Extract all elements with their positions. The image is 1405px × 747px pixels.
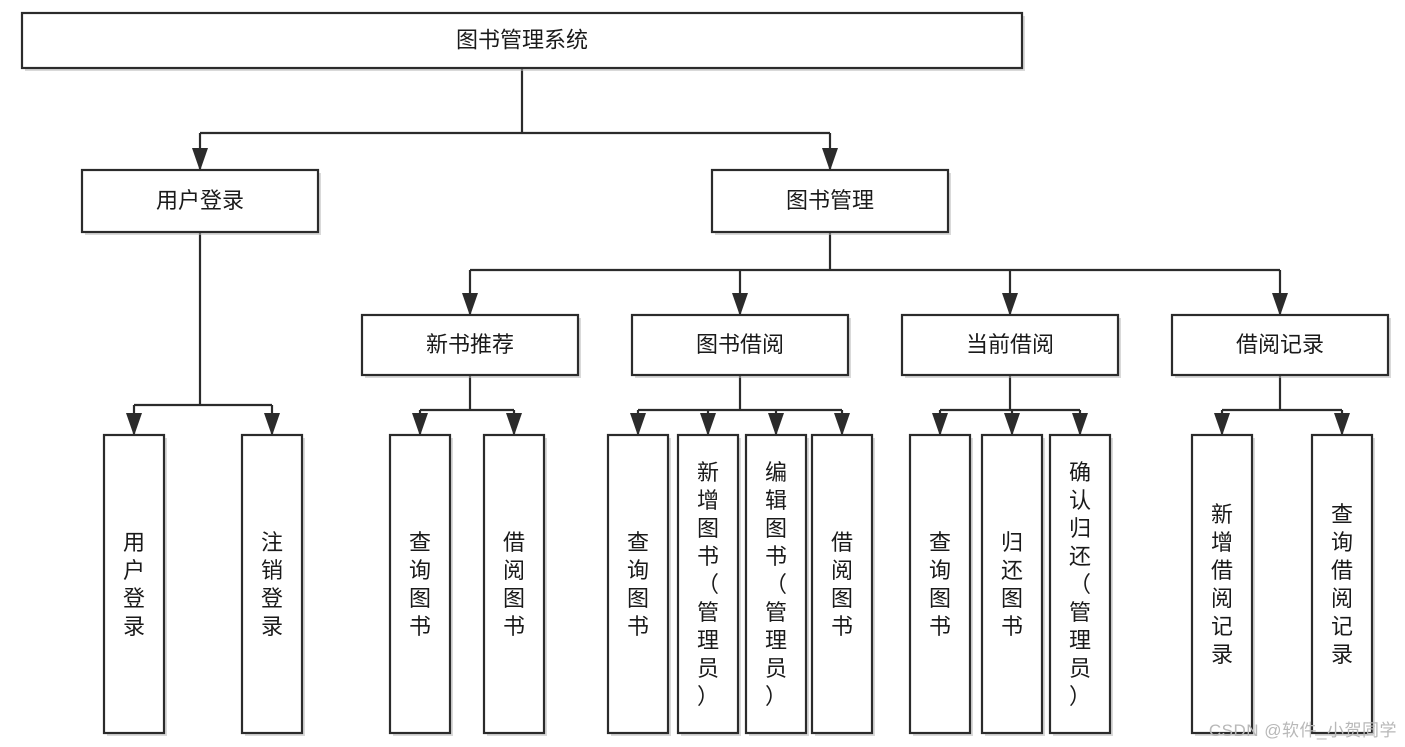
arrow-head-icon	[700, 413, 716, 436]
node-leaf-borrow-2[interactable]: 新增图书（管理员）	[676, 433, 741, 736]
node-label: 查询图书	[409, 530, 431, 639]
node-borrow[interactable]: 图书借阅	[630, 313, 851, 378]
node-leaf-cur-1[interactable]: 查询图书	[908, 433, 973, 736]
arrow-head-icon	[1072, 413, 1088, 436]
node-box[interactable]	[606, 433, 670, 735]
node-leaf-login-1[interactable]: 用户登录	[102, 433, 167, 736]
arrow-head-icon	[126, 413, 142, 436]
arrow-head-icon	[732, 293, 748, 316]
node-label: 新书推荐	[426, 332, 514, 357]
node-leaf-new-1[interactable]: 查询图书	[388, 433, 453, 736]
node-layer: 图书管理系统用户登录图书管理新书推荐图书借阅当前借阅借阅记录用户登录注销登录查询…	[20, 11, 1391, 736]
node-label: 查询借阅记录	[1331, 502, 1353, 667]
node-label: 当前借阅	[966, 332, 1054, 357]
node-leaf-borrow-4[interactable]: 借阅图书	[810, 433, 875, 736]
node-label: 借阅记录	[1236, 332, 1324, 357]
node-login[interactable]: 用户登录	[80, 168, 321, 235]
node-books[interactable]: 图书管理	[710, 168, 951, 235]
connector-group-record	[1214, 375, 1350, 436]
node-box[interactable]	[240, 433, 304, 735]
node-box[interactable]	[1170, 313, 1390, 377]
arrow-head-icon	[822, 148, 838, 171]
arrow-head-icon	[630, 413, 646, 436]
arrow-head-icon	[1002, 293, 1018, 316]
arrow-head-icon	[834, 413, 850, 436]
node-box[interactable]	[1190, 433, 1254, 735]
connector-group-root	[192, 68, 838, 171]
node-box[interactable]	[388, 433, 452, 735]
node-label: 编辑图书（管理员）	[765, 460, 787, 709]
node-box[interactable]	[360, 313, 580, 377]
node-leaf-cur-2[interactable]: 归还图书	[980, 433, 1045, 736]
arrow-head-icon	[932, 413, 948, 436]
node-label: 用户登录	[123, 530, 145, 639]
connector-group-books	[462, 232, 1288, 316]
node-box[interactable]	[630, 313, 850, 377]
arrow-head-icon	[768, 413, 784, 436]
node-leaf-borrow-3[interactable]: 编辑图书（管理员）	[744, 433, 809, 736]
node-label: 用户登录	[156, 188, 244, 213]
node-root[interactable]: 图书管理系统	[20, 11, 1025, 71]
arrow-head-icon	[1272, 293, 1288, 316]
node-leaf-login-2[interactable]: 注销登录	[240, 433, 305, 736]
node-leaf-rec-2[interactable]: 查询借阅记录	[1310, 433, 1375, 736]
node-leaf-borrow-1[interactable]: 查询图书	[606, 433, 671, 736]
node-box[interactable]	[80, 168, 320, 234]
node-label: 查询图书	[929, 530, 951, 639]
arrow-head-icon	[412, 413, 428, 436]
node-leaf-rec-1[interactable]: 新增借阅记录	[1190, 433, 1255, 736]
connector-group-login	[126, 232, 280, 436]
node-leaf-new-2[interactable]: 借阅图书	[482, 433, 547, 736]
node-current[interactable]: 当前借阅	[900, 313, 1121, 378]
node-box[interactable]	[1048, 433, 1112, 735]
node-label: 确认归还（管理员）	[1069, 460, 1091, 709]
node-label: 查询图书	[627, 530, 649, 639]
node-box[interactable]	[980, 433, 1044, 735]
node-label: 图书管理系统	[456, 27, 588, 52]
connector-group-newbook	[412, 375, 522, 436]
connector-group-current	[932, 375, 1088, 436]
arrow-head-icon	[1214, 413, 1230, 436]
node-box[interactable]	[810, 433, 874, 735]
node-box[interactable]	[744, 433, 808, 735]
node-label: 借阅图书	[503, 530, 525, 639]
connector-layer	[126, 68, 1350, 436]
arrow-head-icon	[1334, 413, 1350, 436]
node-record[interactable]: 借阅记录	[1170, 313, 1391, 378]
arrow-head-icon	[1004, 413, 1020, 436]
node-box[interactable]	[482, 433, 546, 735]
node-box[interactable]	[908, 433, 972, 735]
node-box[interactable]	[1310, 433, 1374, 735]
node-label: 图书借阅	[696, 332, 784, 357]
node-newbook[interactable]: 新书推荐	[360, 313, 581, 378]
arrow-head-icon	[264, 413, 280, 436]
node-label: 注销登录	[261, 530, 283, 639]
node-box[interactable]	[676, 433, 740, 735]
connector-group-borrow	[630, 375, 850, 436]
node-box[interactable]	[900, 313, 1120, 377]
node-label: 图书管理	[786, 188, 874, 213]
node-box[interactable]	[20, 11, 1024, 70]
node-label: 归还图书	[1001, 530, 1023, 639]
arrow-head-icon	[462, 293, 478, 316]
node-leaf-cur-3[interactable]: 确认归还（管理员）	[1048, 433, 1113, 736]
node-label: 新增图书（管理员）	[697, 460, 719, 709]
node-label: 借阅图书	[831, 530, 853, 639]
node-box[interactable]	[102, 433, 166, 735]
node-label: 新增借阅记录	[1211, 502, 1233, 667]
arrow-head-icon	[192, 148, 208, 171]
watermark-label: CSDN @软件_小贺同学	[1208, 721, 1397, 740]
arrow-head-icon	[506, 413, 522, 436]
node-box[interactable]	[710, 168, 950, 234]
